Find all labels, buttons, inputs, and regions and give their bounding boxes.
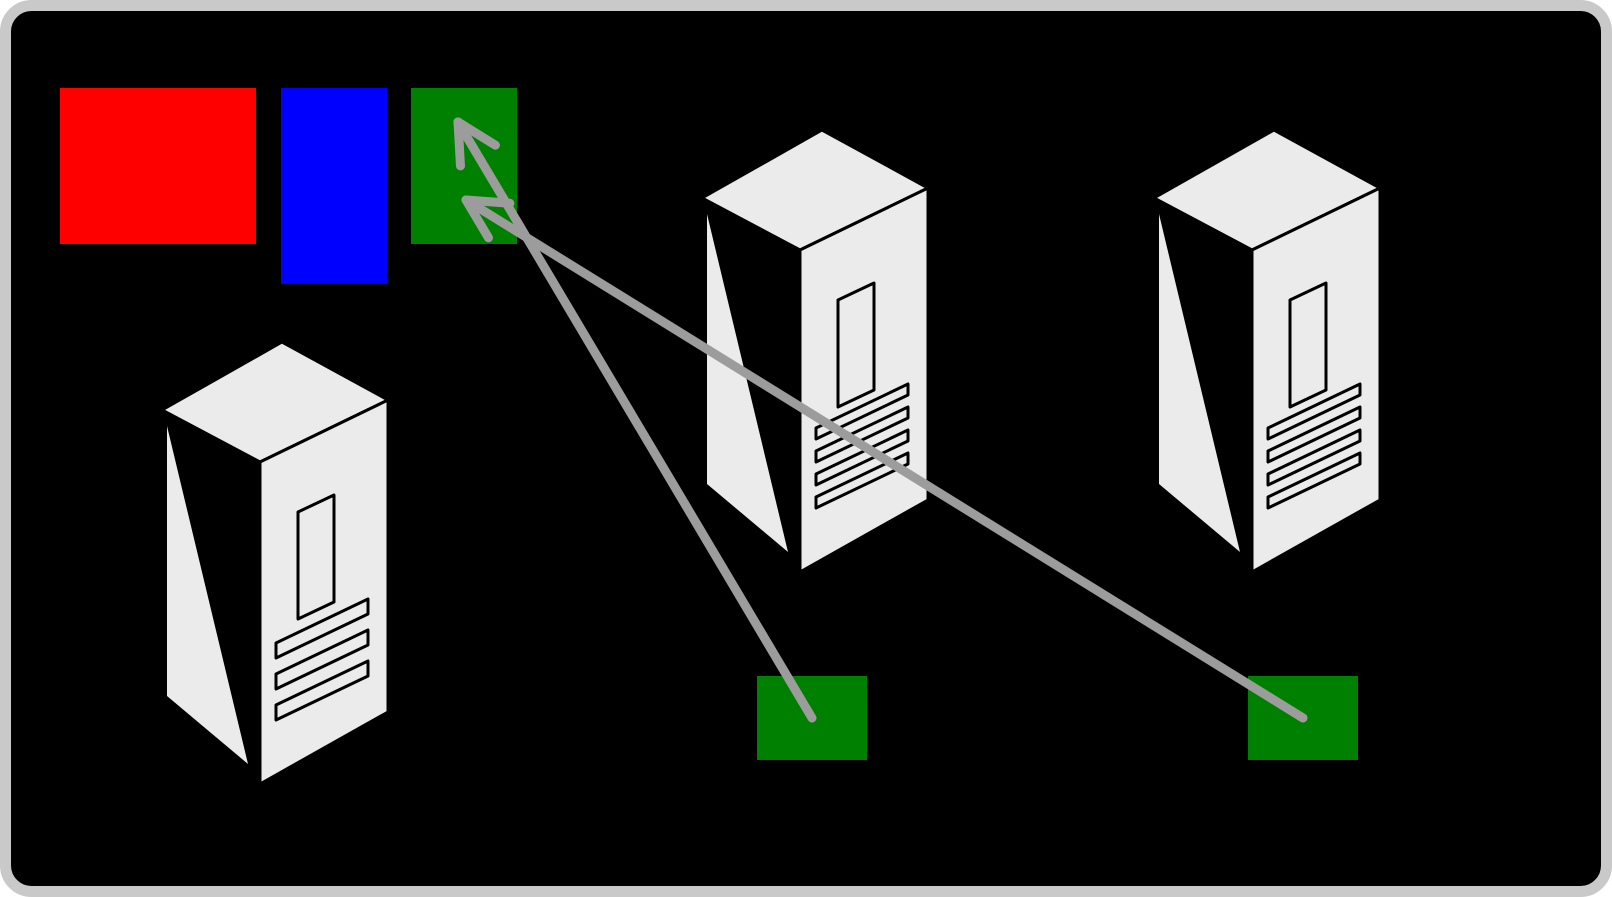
server-right: [1152, 128, 1382, 574]
server-drive-bay: [296, 493, 336, 621]
arrow-head: [453, 117, 465, 171]
server-vent-slat: [274, 628, 370, 691]
server-vent-slat: [1266, 428, 1362, 487]
color-blocks-layer: [60, 88, 517, 284]
arrow-shaft: [461, 195, 1308, 723]
server-vent-slat: [274, 659, 370, 722]
server-side-highlight-triangle: [1159, 214, 1240, 552]
server-side-highlight-triangle: [707, 214, 788, 552]
servers-layer: [160, 128, 1382, 786]
server-vent-slat: [814, 428, 910, 487]
server-vent-slat: [1266, 451, 1362, 510]
server-vent-slat: [274, 597, 370, 660]
server-front-face: [258, 398, 390, 786]
server-vent-slat: [814, 382, 910, 441]
arrow-middle-result-to-target: [453, 117, 817, 723]
server-vent-slat: [814, 405, 910, 464]
arrow-head: [453, 117, 500, 150]
server-drive-bay: [836, 281, 876, 409]
arrow-head: [461, 195, 493, 243]
arrow-right-result-to-target: [461, 195, 1308, 723]
server-vent-slat: [814, 451, 910, 510]
server-left: [160, 340, 390, 786]
server-middle: [700, 128, 930, 574]
arrow-shaft: [453, 117, 817, 723]
arrow-head: [461, 195, 515, 208]
server-vent-slat: [1266, 405, 1362, 464]
red-block: [60, 88, 256, 244]
blue-block: [281, 88, 387, 284]
server-drive-bay: [1288, 281, 1328, 409]
server-vent-slat: [1266, 382, 1362, 441]
server-side-highlight-triangle: [167, 426, 248, 764]
arrows-layer: [453, 117, 1308, 723]
